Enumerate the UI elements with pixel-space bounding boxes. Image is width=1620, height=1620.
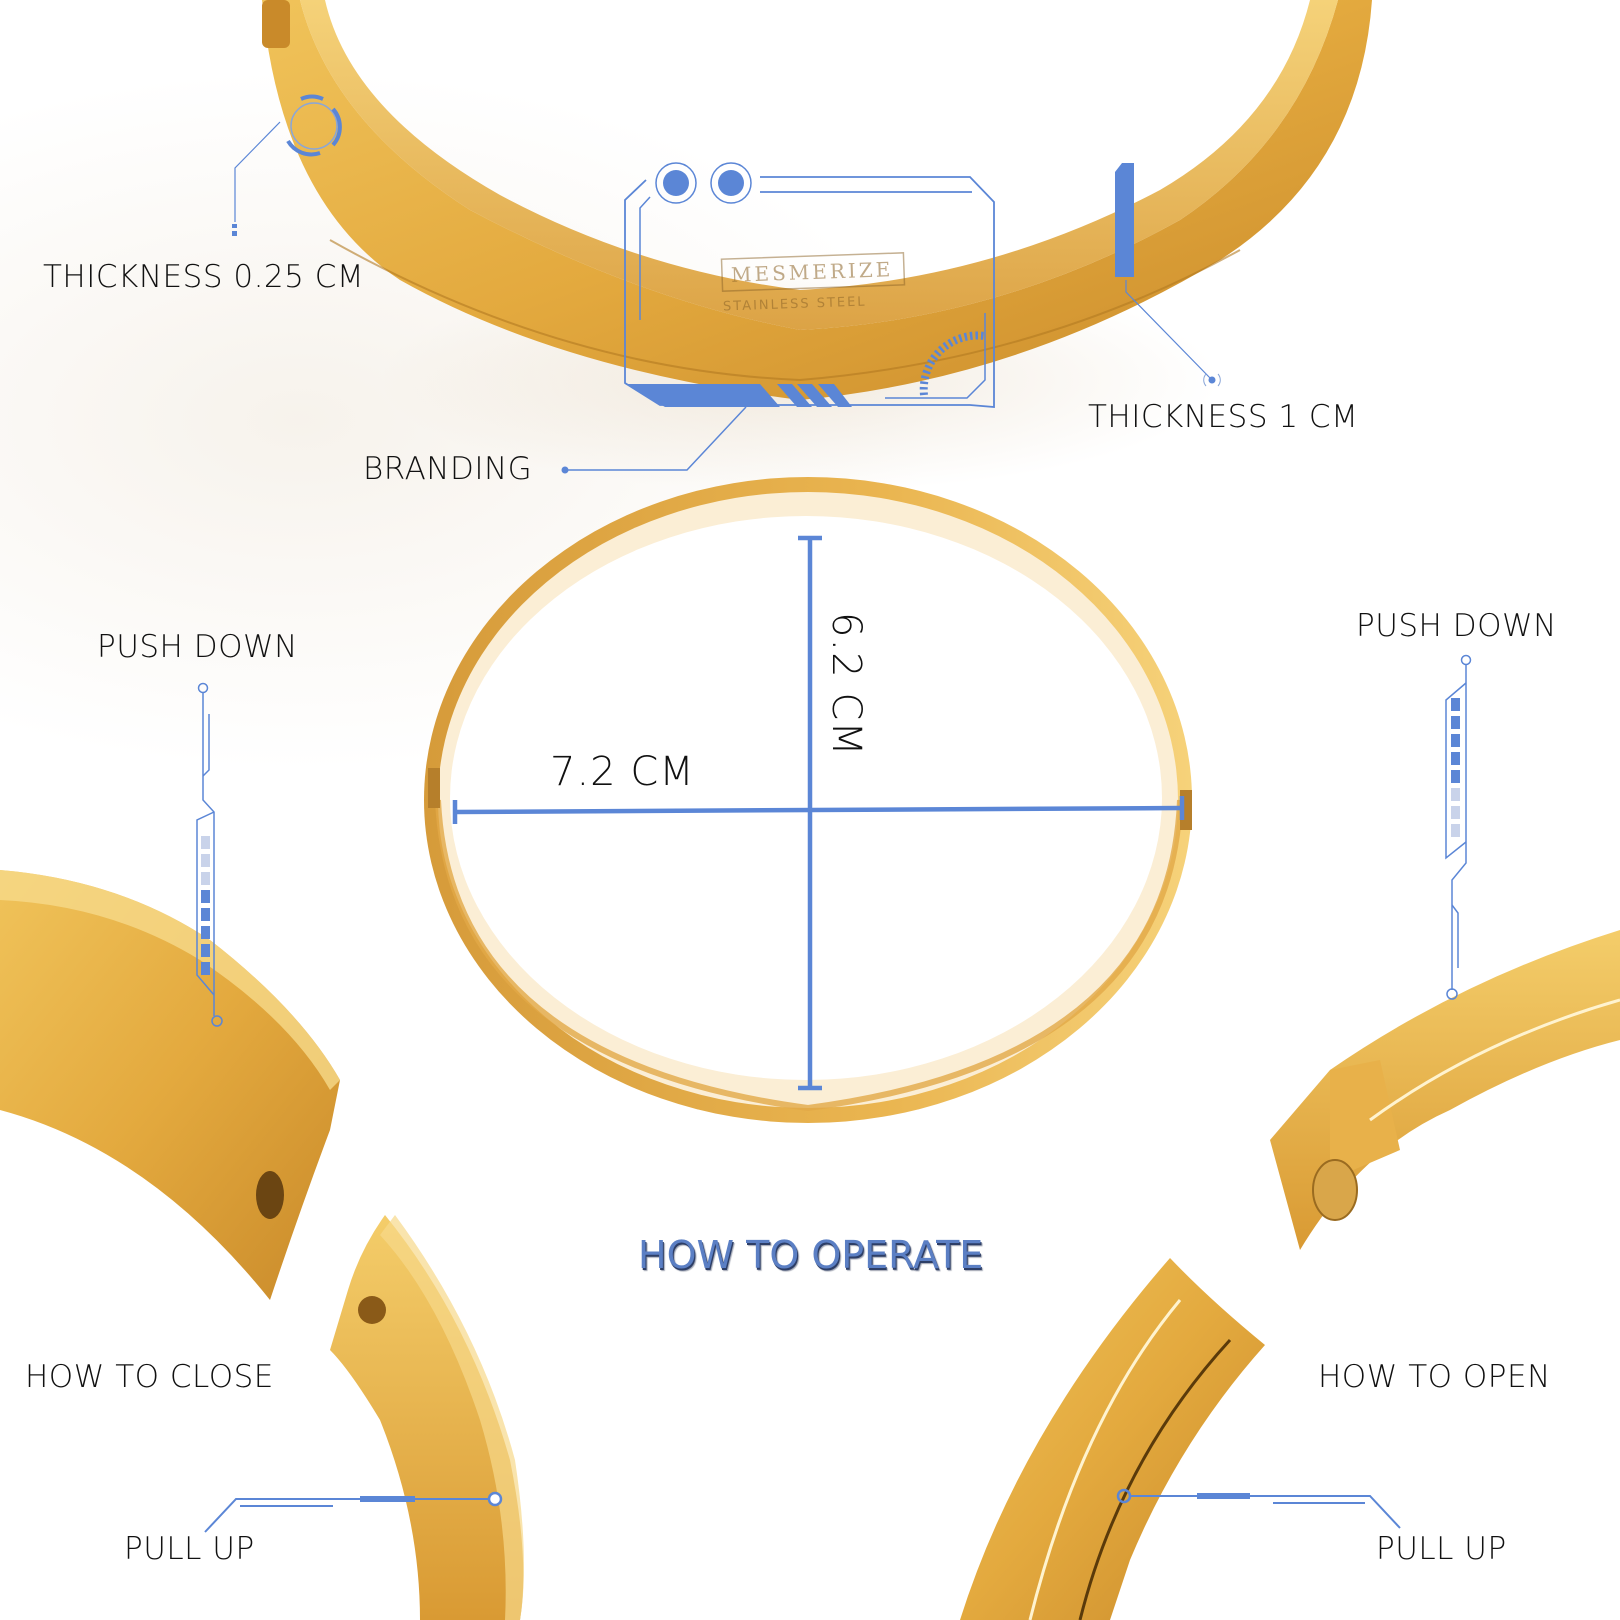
thickness-thin-marker [232, 94, 342, 236]
top-bangle-inner-band [300, 0, 1338, 330]
how-to-close-heading: HOW TO CLOSE [25, 1359, 274, 1395]
close-piece-upper [0, 870, 340, 1300]
frame-dot-2 [710, 162, 752, 204]
annotations [196, 94, 1472, 1533]
width-line [454, 805, 1183, 815]
top-bangle-outer [262, 0, 1372, 400]
branding-frame [561, 162, 995, 474]
push-down-right-indicator [1445, 654, 1472, 1000]
hinge-pin-right [1312, 1159, 1358, 1221]
branding-label: BRANDING [363, 451, 533, 487]
hinge-top [262, 0, 290, 48]
progress-segments [201, 836, 210, 975]
engraving-box [720, 252, 906, 292]
how-to-operate-title: HOW TO OPERATE [638, 1233, 984, 1277]
pull-up-right-indicator [1116, 1488, 1401, 1529]
open-piece-lower [960, 1258, 1265, 1620]
progress-segments [1451, 698, 1460, 837]
how-to-open-heading: HOW TO OPEN [1318, 1359, 1551, 1395]
frame-gauge-ticks [919, 331, 986, 396]
top-bangle-view [262, 0, 1372, 400]
pull-up-left-indicator [204, 1491, 503, 1533]
thickness-wide-marker [1115, 163, 1221, 387]
push-down-left-indicator [196, 682, 223, 1027]
push-down-right-label: PUSH DOWN [1356, 608, 1557, 644]
height-dimension-label: 6.2 CM [823, 612, 869, 757]
frame-dot-1 [655, 162, 697, 204]
hinge-pin-left [358, 1296, 386, 1324]
thickness-thin-label: THICKNESS 0.25 CM [43, 259, 365, 295]
close-piece-lower [330, 1215, 524, 1620]
push-down-left-label: PUSH DOWN [97, 629, 298, 665]
thickness-wide-label: THICKNESS 1 CM [1088, 399, 1359, 435]
open-piece-upper [1270, 930, 1620, 1250]
hinge-hole-left [256, 1171, 284, 1219]
pull-up-left-label: PULL UP [124, 1531, 255, 1567]
dimension-lines [452, 535, 1185, 1091]
engraving-brand: MESMERIZE [730, 257, 894, 287]
width-dimension-label: 7.2 CM [550, 749, 695, 795]
pull-up-right-label: PULL UP [1376, 1531, 1507, 1567]
top-bangle-edge-line [329, 239, 1241, 382]
